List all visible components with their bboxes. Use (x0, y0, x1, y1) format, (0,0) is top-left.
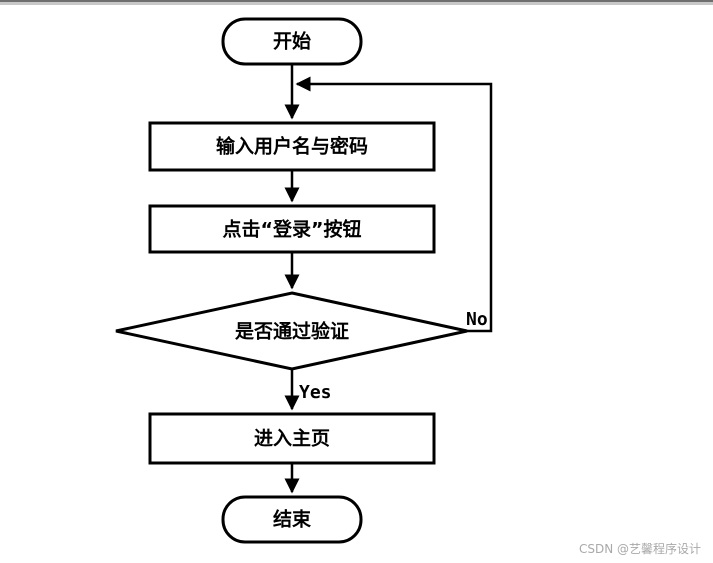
decision-label: 是否通过验证 (235, 320, 349, 343)
home-step-box (148, 412, 436, 465)
arrow-no-loop (295, 76, 493, 333)
watermark-text: CSDN @艺馨程序设计 (578, 542, 701, 556)
no-label: No (466, 309, 488, 330)
end-label: 结束 (273, 508, 312, 531)
start-label: 开始 (273, 30, 311, 53)
home-step-label: 进入主页 (254, 428, 330, 450)
click-step-box (148, 204, 436, 254)
top-border (0, 0, 713, 2)
click-step-label: 点击“登录”按钮 (223, 218, 362, 241)
top-border-shadow (0, 2, 713, 5)
input-step-box (148, 121, 436, 172)
yes-label: Yes (299, 382, 332, 403)
end-terminal (221, 495, 363, 544)
input-step-label: 输入用户名与密码 (216, 135, 368, 158)
